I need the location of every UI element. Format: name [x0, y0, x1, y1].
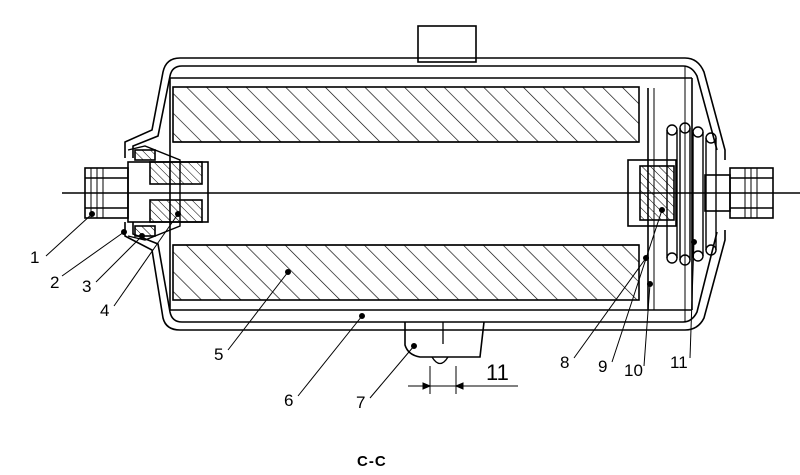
leader-2 [61, 229, 127, 277]
callout-2: 2 [50, 273, 59, 292]
callout-9: 9 [598, 357, 607, 376]
dimension-label: 11 [486, 360, 509, 385]
leader-7 [369, 343, 417, 399]
desiccant-core-top [172, 86, 640, 143]
top-bracket [417, 25, 477, 63]
callout-8: 8 [560, 353, 569, 372]
leader-9 [611, 207, 665, 363]
leader-10 [643, 281, 653, 367]
callout-6: 6 [284, 391, 293, 410]
leader-11 [689, 239, 697, 359]
inner-shell [132, 65, 718, 323]
leader-1 [45, 211, 95, 257]
leader-5 [227, 269, 291, 351]
spring-coil [666, 122, 717, 266]
callout-11: 11 [670, 353, 688, 372]
outer-shell [124, 57, 726, 331]
callout-1: 1 [30, 248, 39, 267]
leader-3 [95, 233, 145, 283]
leader-8 [573, 255, 649, 359]
callout-10: 10 [624, 361, 643, 380]
leader-4 [113, 211, 181, 307]
desiccant-core-bottom [172, 244, 640, 301]
callout-4: 4 [100, 301, 109, 320]
callout-3: 3 [82, 277, 91, 296]
section-label: C-C [357, 453, 387, 470]
callout-5: 5 [214, 345, 223, 364]
dimension-11 [408, 366, 518, 394]
leader-6 [297, 313, 365, 397]
bottom-bracket [404, 321, 485, 358]
callout-7: 7 [356, 393, 365, 412]
